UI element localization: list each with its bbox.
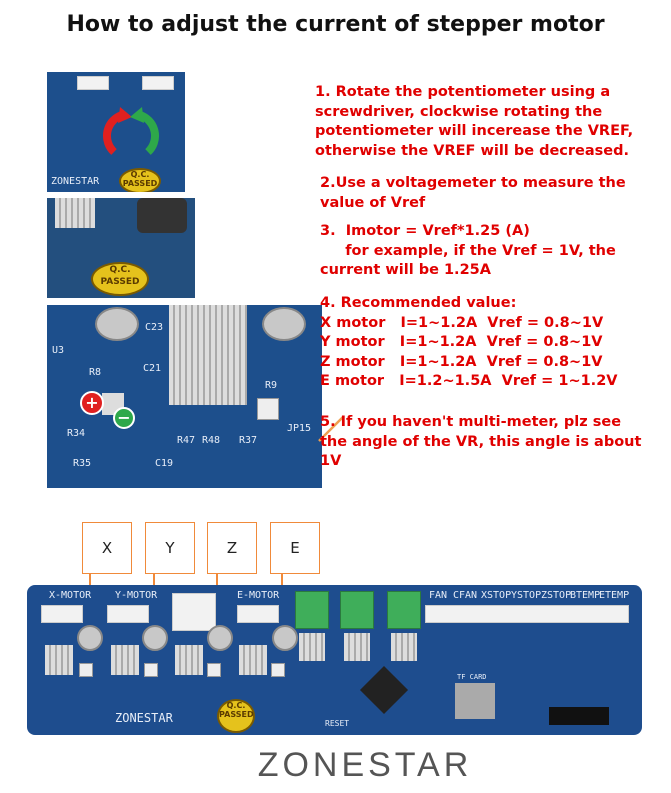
pcb-label: R8: [89, 367, 102, 378]
plus-icon: +: [80, 391, 104, 415]
connector-label: BTEMP: [570, 590, 601, 601]
potentiometer-e: [271, 663, 285, 677]
rotation-arrows-icon: [102, 107, 160, 155]
pcb-label: R34: [67, 428, 86, 439]
pointer-arrow-icon: [318, 416, 344, 442]
connector-label: E-MOTOR: [237, 590, 280, 601]
potentiometer-y: [144, 663, 158, 677]
pcb-label: R9: [265, 380, 278, 391]
minus-icon: −: [113, 407, 135, 429]
connector-label: CFAN: [453, 590, 478, 601]
microcontroller-chip: [359, 665, 409, 715]
pcb-label: JP15: [287, 423, 312, 434]
potentiometer-x: [79, 663, 93, 677]
pcb-label: C21: [143, 363, 162, 374]
photo-multimeter-probe: Q.C. PASSED: [47, 198, 195, 298]
label-y: Y: [145, 522, 195, 574]
step-4: 4. Recommended value: X motor I=1~1.2A V…: [320, 295, 618, 389]
connector-label: ZSTOP: [541, 590, 572, 601]
potentiometer-z: [207, 663, 221, 677]
controller-board: X-MOTOR Y-MOTOR E-MOTOR FAN CFAN XSTOP Y…: [27, 585, 642, 735]
reset-label: RESET: [325, 719, 350, 728]
pcb-label: R35: [73, 458, 92, 469]
connector-label: YSTOP: [511, 590, 542, 601]
photo-potentiometer-closeup: + − R8 C23 C21 R34 R35 C19 R47 R48 R37 R…: [47, 305, 322, 488]
step-3: 3. Imotor = Vref*1.25 (A) for example, i…: [320, 223, 616, 278]
label-z: Z: [207, 522, 257, 574]
qc-badge: Q.C. PASSED: [119, 168, 161, 192]
step-5: 5. If you haven't multi-meter, plz see t…: [320, 414, 642, 469]
board-brand: ZONESTAR: [115, 711, 173, 725]
connector-label: ETEMP: [599, 590, 630, 601]
step-1: 1. Rotate the potentiometer using a scre…: [315, 84, 634, 159]
label-e: E: [270, 522, 320, 574]
qc-badge: Q.C. PASSED: [91, 262, 149, 296]
pcb-brand: ZONESTAR: [51, 176, 100, 187]
step-2: 2.Use a voltagemeter to measure the valu…: [320, 175, 626, 211]
connector-label: XSTOP: [481, 590, 512, 601]
pcb-label: R48: [202, 435, 221, 446]
sd-label: TF CARD: [457, 673, 487, 681]
pcb-label: R47: [177, 435, 196, 446]
connector-label: FAN: [429, 590, 448, 601]
pcb-label: C19: [155, 458, 174, 469]
zonestar-logo: ZONESTAR: [257, 746, 473, 784]
photo-screwdriver-rotation: ZONESTAR Q.C. PASSED: [47, 72, 185, 192]
label-x: X: [82, 522, 132, 574]
qc-badge: Q.C. PASSED: [217, 699, 255, 733]
connector-label: Y-MOTOR: [115, 590, 158, 601]
pcb-label: C23: [145, 322, 164, 333]
connector-label: X-MOTOR: [49, 590, 92, 601]
pcb-label: R37: [239, 435, 258, 446]
pcb-label: U3: [52, 345, 65, 356]
page-title: How to adjust the current of stepper mot…: [66, 12, 605, 37]
potentiometer: [257, 398, 279, 420]
